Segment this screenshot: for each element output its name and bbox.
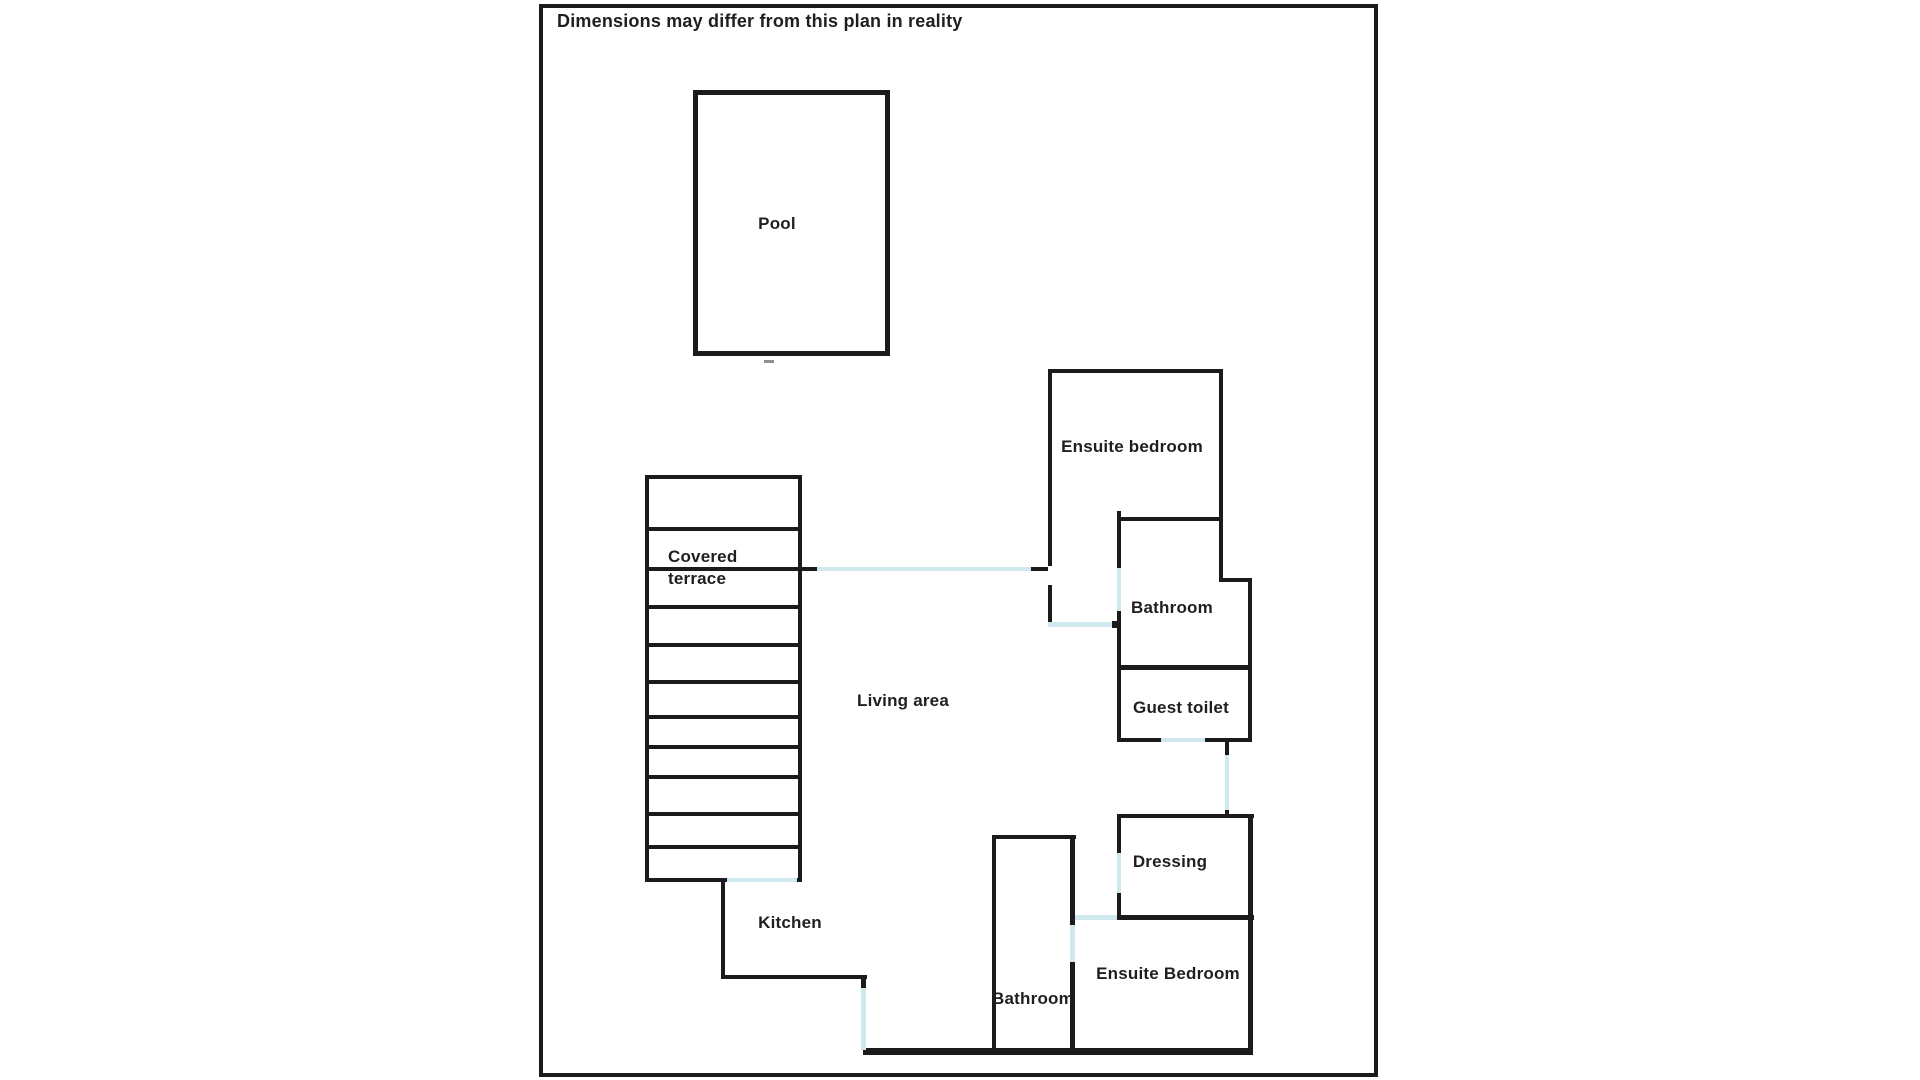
living-line-cap-right — [1031, 567, 1048, 571]
guest-toilet-wall-south-left — [1117, 738, 1163, 742]
terrace-kitchen-door — [727, 878, 797, 882]
bathroom-bottom-wall-east-upper — [1070, 835, 1075, 927]
bathroom-bottom-door — [1070, 925, 1075, 964]
bathroom-bottom-wall-west — [992, 835, 996, 1055]
guest-toilet-wall-east — [1248, 665, 1252, 742]
room-label-covered: Covered — [668, 547, 738, 566]
bathroom-top-wall-west-upper — [1117, 511, 1121, 570]
room-label-kitchen: Kitchen — [758, 913, 822, 932]
terrace-slat-line — [645, 605, 802, 609]
room-label-ensuite-bedroom-bottom: Ensuite Bedroom — [1096, 964, 1240, 983]
plan-disclaimer-text: Dimensions may differ from this plan in … — [557, 11, 963, 31]
room-label-terrace: terrace — [668, 569, 727, 588]
ensuite-top-door-cap — [1112, 621, 1119, 628]
ensuite-top-wall-east — [1219, 369, 1223, 521]
terrace-slat-line — [645, 775, 802, 779]
room-label-guest-toilet: Guest toilet — [1133, 698, 1229, 717]
bathroom-top-wall-west-lower — [1117, 611, 1121, 742]
corridor-door — [1225, 755, 1229, 814]
plan-sheet-border — [539, 4, 1378, 1077]
bathroom-top-wall-north — [1117, 517, 1223, 521]
room-label-bathroom-top: Bathroom — [1131, 598, 1213, 617]
bathroom-guest-toilet-wall — [1117, 665, 1252, 670]
kitchen-entry-door — [861, 988, 866, 1050]
kitchen-wall-west — [721, 880, 725, 979]
ensuite-bottom-entry-door — [1071, 915, 1117, 920]
dressing-wall-north — [1117, 814, 1254, 818]
ensuite-top-door — [1048, 622, 1115, 627]
east-wing-wall-east — [1248, 814, 1253, 1055]
ensuite-top-wall-west-upper — [1048, 369, 1052, 566]
ensuite-top-wall-north — [1048, 369, 1223, 373]
living-line-cap-left — [800, 567, 819, 571]
terrace-slat-line — [645, 745, 802, 749]
ensuite-top-wall-west-lower — [1048, 585, 1052, 624]
room-label-living-area: Living area — [857, 691, 949, 710]
dressing-door — [1117, 853, 1121, 895]
bathroom-top-wall-east-lower — [1248, 578, 1252, 669]
room-label-dressing: Dressing — [1132, 852, 1208, 871]
south-exterior-wall — [863, 1048, 1252, 1055]
dressing-wall-west-lower — [1117, 893, 1121, 920]
terrace-slat-line — [645, 715, 802, 719]
room-label-pool: Pool — [758, 214, 796, 233]
pool-outline — [693, 90, 890, 356]
dressing-wall-west-upper — [1117, 814, 1121, 855]
dressing-wall-south — [1117, 915, 1254, 920]
kitchen-door-cap — [861, 975, 866, 989]
terrace-slat-line — [645, 643, 802, 647]
covered-terrace-outline — [645, 475, 802, 882]
terrace-slat-line — [645, 567, 802, 571]
guest-toilet-door — [1161, 738, 1207, 742]
terrace-slat-line — [645, 527, 802, 531]
bathroom-bottom-wall-east-lower — [1070, 962, 1075, 1055]
corridor-wall-cap-top — [1225, 740, 1229, 757]
bathroom-top-wall-east-upper — [1219, 517, 1223, 582]
room-label-ensuite-bedroom-top: Ensuite bedroom — [1061, 437, 1203, 456]
terrace-slat-line — [645, 845, 802, 849]
bathroom-top-wall-jog — [1219, 578, 1252, 582]
terrace-slat-line — [645, 680, 802, 684]
kitchen-wall-south — [721, 975, 867, 979]
terrace-slat-line — [645, 812, 802, 816]
bathroom-top-door — [1117, 568, 1121, 613]
room-label-bathroom-bottom: Bathroom — [992, 989, 1074, 1008]
bathroom-bottom-wall-north — [992, 835, 1076, 839]
living-area-sliding-door — [817, 567, 1035, 571]
pool-mark — [764, 360, 774, 363]
